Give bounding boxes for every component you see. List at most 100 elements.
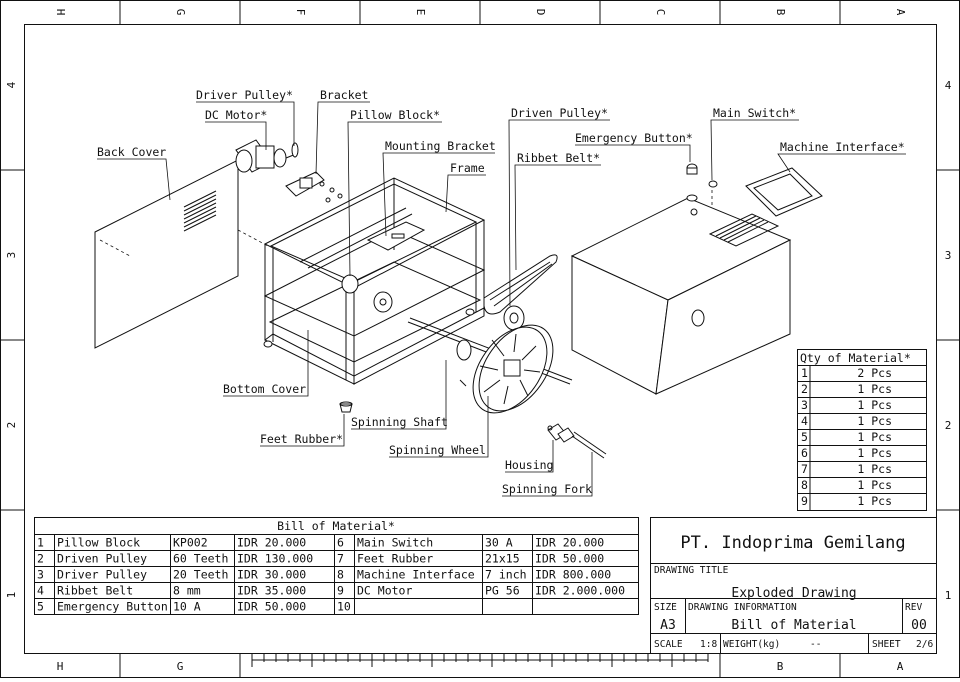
bom-cell-name: Machine Interface (357, 568, 475, 582)
bom-cell-spec: 21x15 (485, 552, 520, 566)
sheet-value: 2/6 (916, 639, 933, 650)
main-switch-part (708, 180, 718, 188)
weight-label: WEIGHT(kg) (723, 639, 780, 650)
callout-label: Bottom Cover (223, 382, 306, 396)
size-value: A3 (660, 618, 676, 633)
bom-cell-no: 4 (37, 584, 44, 598)
callout-label: Housing (505, 458, 553, 472)
bom-cell-name: Driver Pulley (57, 568, 147, 582)
bom-cell-price: IDR 2.000.000 (535, 584, 625, 598)
zone-label-top: E (414, 9, 427, 16)
bom-cell-no: 8 (337, 568, 344, 582)
qty-row-number: 7 (801, 462, 808, 476)
rev-value: 00 (911, 618, 927, 633)
qty-table-title: Qty of Material* (800, 351, 911, 365)
bom-cell-no: 3 (37, 568, 44, 582)
zone-label-top: C (654, 9, 667, 16)
bom-cell-price: IDR 800.000 (535, 568, 611, 582)
callout-emergency-button: Emergency Button* (575, 131, 693, 162)
callout-bracket: Bracket (315, 88, 370, 175)
callout-machine-interface: Machine Interface* (777, 140, 906, 173)
bom-cell-price: IDR 30.000 (237, 568, 306, 582)
callout-label: Emergency Button* (575, 131, 693, 145)
qty-row-number: 6 (801, 446, 808, 460)
inner-border (24, 24, 937, 654)
machine-housing-part (570, 190, 792, 395)
callout-label: Bracket (320, 88, 368, 102)
bom-title: Bill of Material* (277, 519, 395, 533)
bom-cell-name: Feet Rubber (357, 552, 433, 566)
zone-label-right: 3 (945, 249, 952, 262)
callout-back-cover: Back Cover (97, 145, 171, 201)
callout-label: Main Switch* (713, 106, 796, 120)
bom-cell-no: 5 (37, 600, 44, 614)
callout-dc-motor: DC Motor* (205, 108, 267, 150)
bom-cell-price: IDR 20.000 (237, 536, 306, 550)
title-block: PT. Indoprima Gemilang DRAWING TITLE Exp… (650, 517, 937, 654)
bom-cell-price: IDR 20.000 (535, 536, 604, 550)
zone-label-left: 4 (5, 81, 18, 88)
zone-label-left: 2 (5, 422, 18, 429)
callout-label: Pillow Block* (350, 108, 440, 122)
zone-label-right: 4 (945, 79, 952, 92)
qty-row-quantity: 1 Pcs (857, 430, 892, 444)
callout-ribbet-belt: Ribbet Belt* (514, 151, 601, 271)
sheet-label: SHEET (872, 639, 901, 650)
rev-label: REV (905, 602, 922, 613)
driver-pulley-part (291, 142, 299, 158)
ribbet-belt-part (483, 254, 558, 315)
callout-label: DC Motor* (205, 108, 267, 122)
bom-cell-no: 7 (337, 552, 344, 566)
weight-value: -- (810, 639, 821, 650)
zone-label-bottom: B (777, 660, 784, 673)
dc-motor-part (235, 139, 297, 173)
bom-cell-price: IDR 35.000 (237, 584, 306, 598)
bom-cell-name: DC Motor (357, 584, 412, 598)
zone-label-bottom: H (57, 660, 64, 673)
zone-label-bottom: A (897, 660, 904, 673)
bom-cell-spec: 30 A (485, 536, 513, 550)
company-name: PT. Indoprima Gemilang (680, 533, 905, 553)
callout-frame: Frame (445, 161, 486, 213)
callout-label: Feet Rubber* (260, 432, 343, 446)
size-label: SIZE (654, 602, 677, 613)
qty-row-number: 3 (801, 398, 808, 412)
qty-row-quantity: 1 Pcs (857, 414, 892, 428)
callout-label: Frame (450, 161, 485, 175)
bom-cell-no: 1 (37, 536, 44, 550)
qty-row-quantity: 1 Pcs (857, 494, 892, 508)
bom-cell-name: Ribbet Belt (57, 584, 133, 598)
callout-label: Back Cover (97, 145, 166, 159)
callout-pillow-block: Pillow Block* (347, 108, 442, 277)
zone-label-top: B (774, 9, 787, 16)
callout-label: Spinning Wheel (389, 443, 486, 457)
qty-row-quantity: 1 Pcs (857, 382, 892, 396)
zone-labels-side: 4 3 2 1 4 3 2 1 (5, 79, 952, 602)
qty-row-number: 8 (801, 478, 808, 492)
zone-label-top: D (534, 9, 547, 16)
bom-cell-spec: 60 Teeth (173, 552, 228, 566)
zone-label-top: F (294, 9, 307, 16)
spinning-wheel-part (472, 324, 554, 414)
qty-row-quantity: 1 Pcs (857, 478, 892, 492)
drawing-title-value: Exploded Drawing (731, 586, 856, 601)
callout-spinning-wheel: Spinning Wheel (389, 396, 489, 458)
zone-label-left: 1 (5, 592, 18, 599)
zone-label-top: H (54, 9, 67, 16)
qty-row-quantity: 1 Pcs (857, 446, 892, 460)
back-cover-part (94, 159, 269, 349)
zone-labels-top: H G F E D C B A (54, 9, 907, 16)
callout-label: Spinning Fork (502, 482, 592, 496)
callout-label: Machine Interface* (780, 140, 905, 154)
bom-cell-spec: 8 mm (173, 584, 201, 598)
callout-mounting-bracket: Mounting Bracket (382, 139, 496, 237)
bom-cell-name: Main Switch (357, 536, 433, 550)
zone-label-right: 2 (945, 419, 952, 432)
zone-label-left: 3 (5, 252, 18, 259)
bom-cell-no: 10 (337, 600, 351, 614)
